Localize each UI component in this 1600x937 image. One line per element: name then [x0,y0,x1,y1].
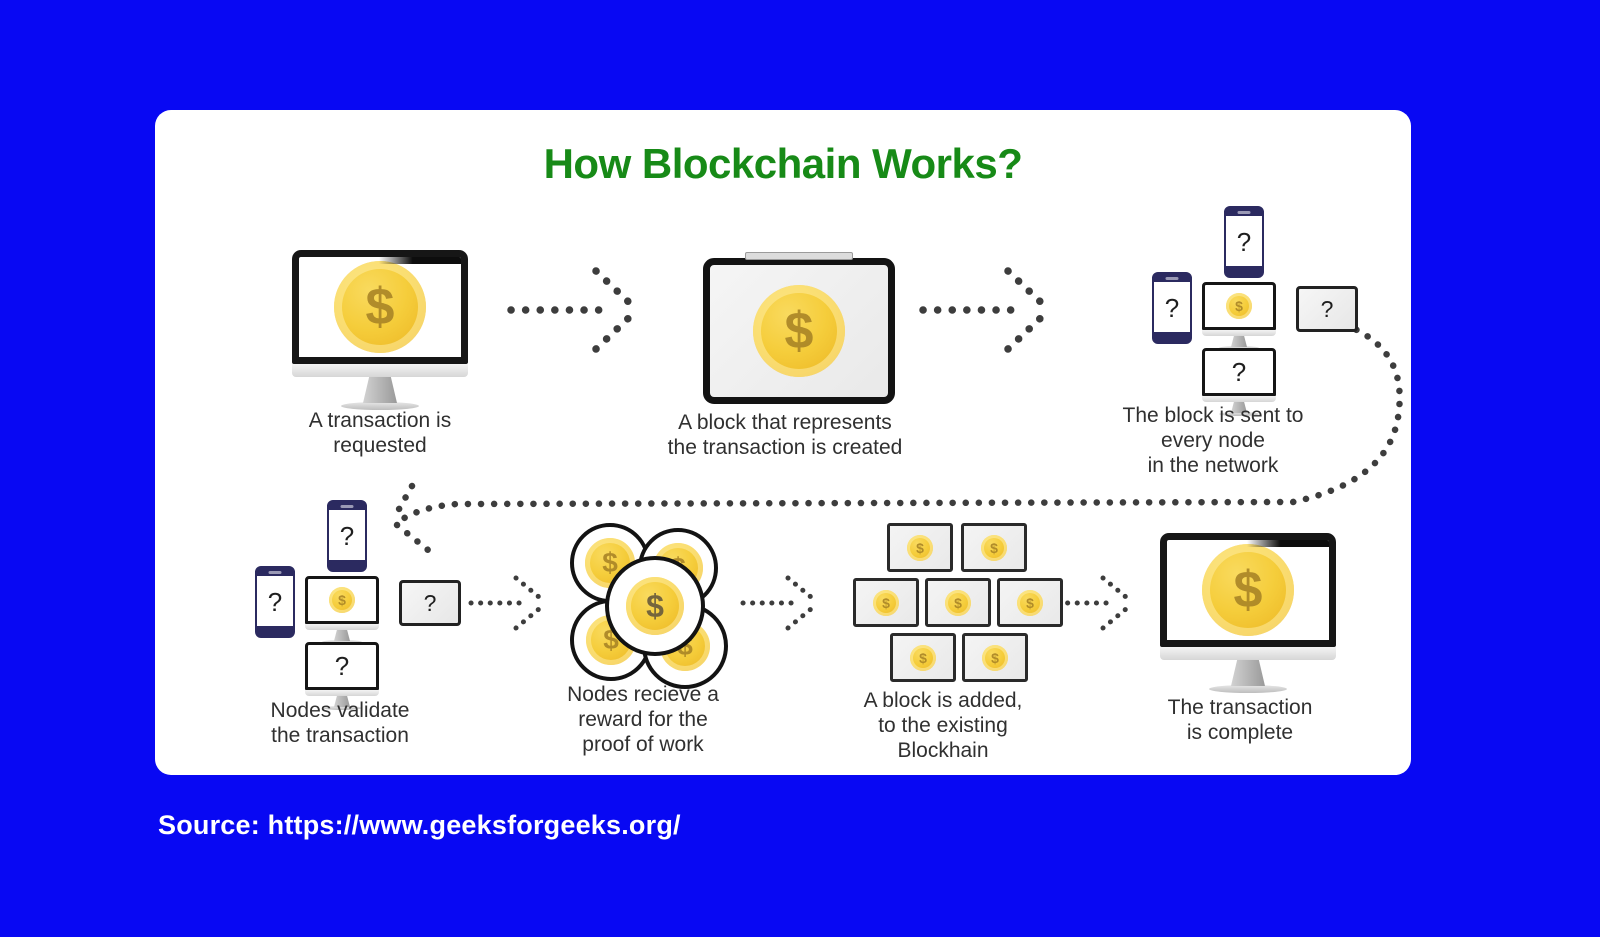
chain-block: $ [925,578,991,627]
tablet-icon: ? [1296,286,1358,332]
desktop-monitor-icon: $ [1160,533,1336,693]
node-device-cluster: ? ? $ ? ? [1152,206,1358,416]
step-caption: The transaction is complete [1167,696,1313,744]
dollar-coin-icon: $ [753,285,845,377]
source-attribution: Source: https://www.geeksforgeeks.org/ [158,810,681,840]
desktop-monitor-icon: $ [305,576,379,644]
infographic-card: How Blockchain Works? [155,110,1411,775]
dotted-arrow-right-4 [740,575,820,631]
dollar-coin-icon: $ [945,589,971,616]
chain-block: $ [961,523,1027,572]
block-tablet-icon: $ [703,258,895,404]
node-device-cluster: ? ? $ ? ? [255,500,461,710]
question-mark: ? [1236,227,1252,257]
desktop-monitor-icon: $ [292,250,468,410]
dollar-symbol: $ [1233,561,1263,619]
question-mark: ? [339,521,355,551]
desktop-monitor-icon: ? [1202,348,1276,416]
dollar-symbol: $ [338,592,346,608]
dollar-symbol: $ [1235,298,1243,314]
dollar-coin-icon: $ [626,577,684,635]
chain-block: $ [853,578,919,627]
step-caption: Nodes recieve a reward for the proof of … [567,683,719,756]
dotted-arrow-right-2 [919,267,1052,353]
blockchain-grid: $ $ $ $ $ $ $ [853,523,1067,683]
chain-block: $ [890,633,956,682]
step-caption: The block is sent to every node in the n… [1122,404,1304,477]
dollar-coin-icon: $ [907,534,933,561]
dollar-coin-icon: $ [1017,589,1043,616]
monitor-screen: $ [292,250,468,364]
dollar-coin-icon: $ [910,644,936,671]
step-caption: Nodes validate the transaction [270,699,410,747]
tablet-icon: ? [399,580,461,626]
step-caption: A block that represents the transaction … [667,411,903,459]
chain-block: $ [997,578,1063,627]
dollar-coin-icon: $ [1202,544,1294,636]
page-title: How Blockchain Works? [543,140,1023,187]
dollar-coin-icon: $ [981,534,1007,561]
reward-coins-cluster: $ $ $ $ $ [570,523,735,691]
step-caption: A transaction is requested [308,409,452,457]
dotted-arrow-right-3 [468,575,548,631]
question-mark: ? [267,587,283,617]
monitor-stand [363,377,397,403]
chain-block: $ [887,523,953,572]
smartphone-icon: ? [255,566,295,638]
monitor-base [1209,685,1287,693]
monitor-chin [292,364,468,377]
question-mark: ? [1164,293,1180,323]
desktop-monitor-icon: ? [305,642,379,710]
dollar-coin-icon: $ [334,261,426,353]
monitor-base [341,402,419,410]
coin-circle-center: $ [605,556,705,656]
monitor-chin [1160,647,1336,660]
smartphone-icon: ? [1152,272,1192,344]
smartphone-icon: ? [327,500,367,572]
dotted-arrow-right-1 [507,267,640,353]
question-mark: ? [1231,357,1247,387]
dollar-coin-icon: $ [585,538,635,588]
question-mark: ? [334,651,350,681]
dotted-arrow-right-5 [1055,575,1135,631]
dollar-coin-icon: $ [982,644,1008,671]
smartphone-icon: ? [1224,206,1264,278]
chain-block: $ [962,633,1028,682]
dollar-symbol: $ [784,302,814,360]
question-mark: ? [423,589,437,616]
dollar-symbol: $ [365,278,395,336]
monitor-screen: $ [1160,533,1336,647]
monitor-stand [1231,660,1265,686]
dollar-coin-icon: $ [873,589,899,616]
step-caption: A block is added, to the existing Blockh… [863,689,1023,762]
dollar-coin-icon: $ [1226,293,1252,319]
desktop-monitor-icon: $ [1202,282,1276,350]
question-mark: ? [1320,295,1334,322]
dollar-coin-icon: $ [329,587,355,613]
